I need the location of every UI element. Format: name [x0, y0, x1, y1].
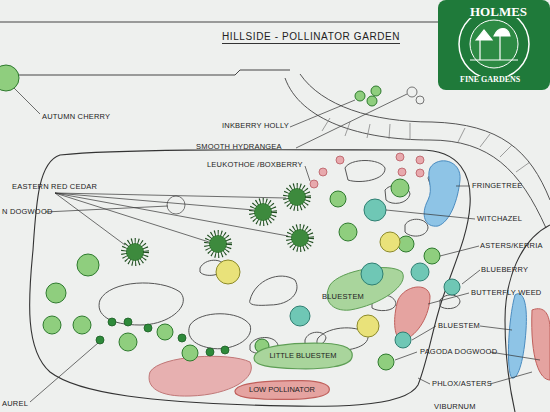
plant-label: N DOGWOOD	[2, 208, 53, 216]
band-label: LOW POLLINATOR	[249, 386, 315, 394]
plant-label: EASTERN RED CEDAR	[12, 183, 97, 191]
plant-label: AUTUMN CHERRY	[42, 113, 110, 121]
plant-label: BUTTERFLY WEED	[471, 289, 541, 297]
plant-label: ASTERS/KERRIA	[480, 242, 543, 250]
plant-label: INKBERRY HOLLY	[222, 122, 289, 130]
plant-band: LITTLE BLUESTEM	[251, 341, 355, 371]
plan-title: HILLSIDE - POLLINATOR GARDEN	[222, 32, 400, 44]
plant-label: WITCHAZEL	[477, 215, 522, 223]
plant-label: PAGODA DOGWOOD	[420, 348, 497, 356]
logo-text: HOLMES	[468, 5, 529, 18]
plant-label: VIBURNUM	[434, 403, 476, 411]
plant-band: LOW POLLINATOR	[232, 379, 332, 401]
logo-text: FINE GARDENS	[458, 76, 522, 84]
plant-label: BLUEBERRY	[481, 266, 528, 274]
band-label: LITTLE BLUESTEM	[269, 352, 336, 360]
plant-label: SMOOTH HYDRANGEA	[196, 143, 282, 151]
plant-label: LEUKOTHOE /BOXBERRY	[207, 161, 303, 169]
plant-label: FRINGETREE	[472, 182, 522, 190]
plant-label: PHLOX/ASTERS	[432, 380, 492, 388]
logo-badge	[438, 0, 550, 90]
plant-label: BLUESTEM	[322, 293, 364, 301]
plant-label: BLUESTEM	[438, 322, 480, 330]
plant-label: AUREL	[2, 400, 28, 408]
